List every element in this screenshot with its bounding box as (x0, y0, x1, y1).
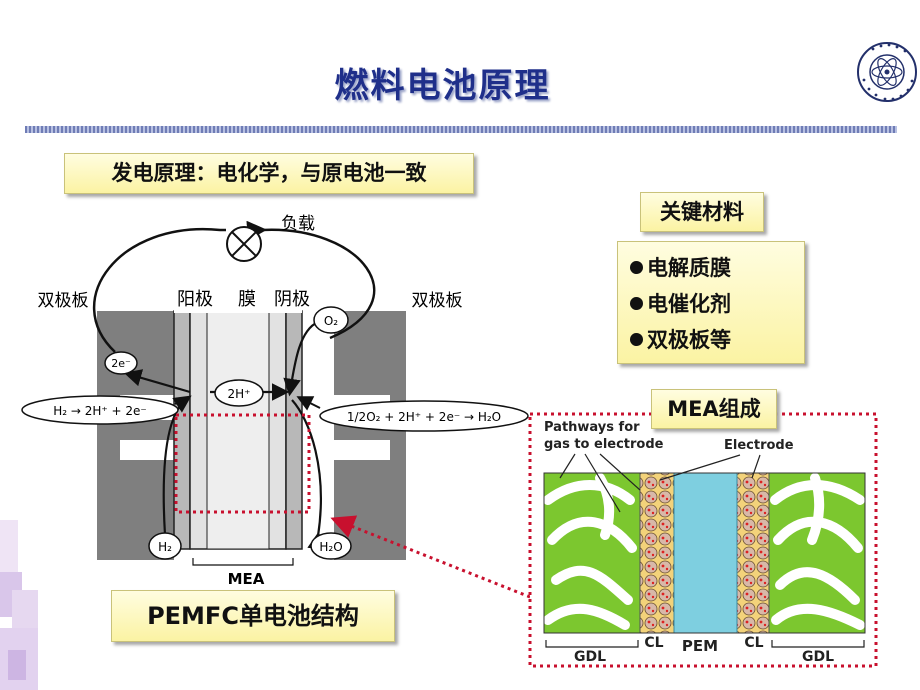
pemfc-cell: 负载 双极板 双极板 阳极 膜 阴极 2e⁻ 2H⁺ O₂ H₂ H₂O H₂ … (21, 214, 531, 599)
anode-reaction-text: H₂ → 2H⁺ + 2e⁻ (53, 404, 147, 418)
pathways-label-line1: Pathways for (544, 420, 640, 435)
key-materials-list: 电解质膜 电催化剂 双极板等 (617, 241, 805, 364)
gdl-left-label: GDL (574, 649, 606, 665)
bullet-icon (630, 296, 643, 310)
load-label: 负载 (281, 214, 315, 234)
page-title: 燃料电池原理 (334, 66, 551, 106)
proton-bubble (214, 379, 264, 407)
pem-label: PEM (682, 637, 718, 655)
decorative-squares (0, 520, 40, 690)
electrode-label: Electrode (724, 438, 794, 453)
h2o-text: H₂O (319, 540, 342, 554)
mea-composition-heading: MEA组成 (651, 389, 777, 429)
anode-reaction-bubble (21, 395, 179, 425)
electron-bubble (104, 351, 138, 375)
cathode-reaction-text: 1/2O₂ + 2H⁺ + 2e⁻ → H₂O (347, 410, 501, 424)
pem-region (673, 472, 738, 634)
material-item-label: 电催化剂 (647, 292, 731, 316)
key-materials-heading: 关键材料 (640, 192, 764, 232)
title-divider (25, 126, 897, 133)
material-item: 电解质膜 (630, 250, 804, 286)
bipolar-left-label: 双极板 (38, 291, 89, 311)
mea-highlight-box (174, 413, 311, 514)
material-item-label: 电解质膜 (647, 256, 731, 280)
right-bipolar-plate (334, 311, 406, 560)
membrane-label: 膜 (238, 289, 256, 310)
gdl-right-label: GDL (802, 649, 834, 665)
h2-text: H₂ (158, 540, 172, 554)
mea-label: MEA (228, 570, 265, 588)
pemfc-caption: PEMFC单电池结构 (111, 590, 395, 642)
material-item-label: 双极板等 (647, 328, 731, 352)
cl-left-region (639, 472, 675, 634)
pathways-label-line2: gas to electrode (544, 437, 664, 452)
electron-text: 2e⁻ (111, 357, 131, 370)
o2-bubble (313, 306, 349, 334)
cl-right-label: CL (744, 635, 763, 651)
bullet-icon (630, 332, 643, 346)
cathode-reaction-bubble (319, 400, 529, 432)
cl-left-label: CL (644, 635, 663, 651)
anode-label: 阳极 (177, 289, 213, 310)
bipolar-right-label: 双极板 (412, 291, 463, 311)
proton-text: 2H⁺ (228, 387, 251, 401)
o2-text: O₂ (324, 314, 338, 328)
material-item: 电催化剂 (630, 286, 804, 322)
mea-composition-diagram: Pathways for gas to electrode Electrode … (528, 412, 878, 668)
principle-label: 发电原理：电化学，与原电池一致 (64, 153, 474, 194)
cathode-label: 阴极 (274, 289, 310, 310)
material-item: 双极板等 (630, 322, 804, 358)
bullet-icon (630, 260, 643, 274)
institute-logo (857, 42, 917, 102)
left-bipolar-plate (97, 311, 174, 560)
cl-right-region (736, 472, 770, 634)
h2-bubble (148, 532, 182, 560)
